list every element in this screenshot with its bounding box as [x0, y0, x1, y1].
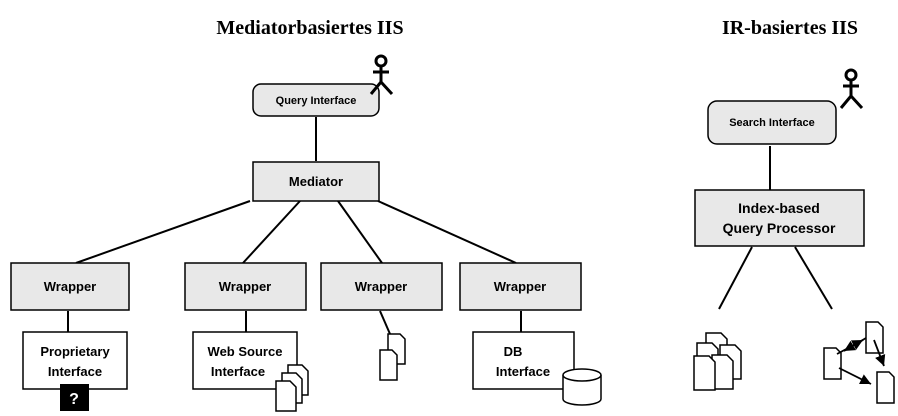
wrapper-label: Wrapper	[494, 279, 547, 294]
database-icon	[562, 368, 602, 406]
processor-label-line2: Query Processor	[723, 220, 836, 236]
proprietary-label-line1: Proprietary	[40, 344, 110, 359]
connector-lines-right	[718, 146, 833, 310]
document-stack-icon	[693, 332, 742, 391]
right-title: IR-basiertes IIS	[722, 17, 858, 39]
wrapper-label: Wrapper	[44, 279, 97, 294]
document-stack-icon	[275, 364, 309, 412]
db-interface-box: DB Interface	[472, 331, 575, 390]
db-label-line2: Interface	[496, 364, 550, 379]
actor-icon	[369, 54, 394, 96]
mediator-label: Mediator	[289, 174, 343, 189]
wrapper-box-2: Wrapper	[184, 262, 307, 311]
actor-icon	[839, 68, 864, 110]
web-source-interface-box: Web Source Interface	[192, 331, 298, 390]
query-interface-label: Query Interface	[276, 95, 357, 107]
processor-label-line1: Index-based	[738, 200, 820, 216]
question-badge-label: ?	[69, 391, 79, 408]
left-title: Mediatorbasiertes IIS	[216, 17, 403, 39]
proprietary-label-line2: Interface	[48, 364, 102, 379]
web-source-label-line1: Web Source	[208, 344, 283, 359]
web-source-label-line2: Interface	[211, 364, 265, 379]
wrapper-box-3: Wrapper	[320, 262, 443, 311]
search-interface-label: Search Interface	[729, 117, 815, 129]
connector-lines-left	[67, 117, 522, 335]
wrapper-label: Wrapper	[355, 279, 408, 294]
search-interface-box: Search Interface	[707, 100, 837, 145]
linked-documents-icon	[823, 321, 895, 404]
db-label-line1: DB	[504, 344, 523, 359]
wrapper-box-1: Wrapper	[10, 262, 130, 311]
query-processor-box: Index-based Query Processor	[694, 189, 865, 247]
proprietary-interface-box: Proprietary Interface	[22, 331, 128, 390]
mediator-box: Mediator	[252, 161, 380, 202]
wrapper-box-4: Wrapper	[459, 262, 582, 311]
question-badge-icon: ?	[60, 384, 89, 411]
query-interface-box: Query Interface	[252, 83, 380, 117]
document-stack-icon	[379, 333, 406, 381]
wrapper-label: Wrapper	[219, 279, 272, 294]
